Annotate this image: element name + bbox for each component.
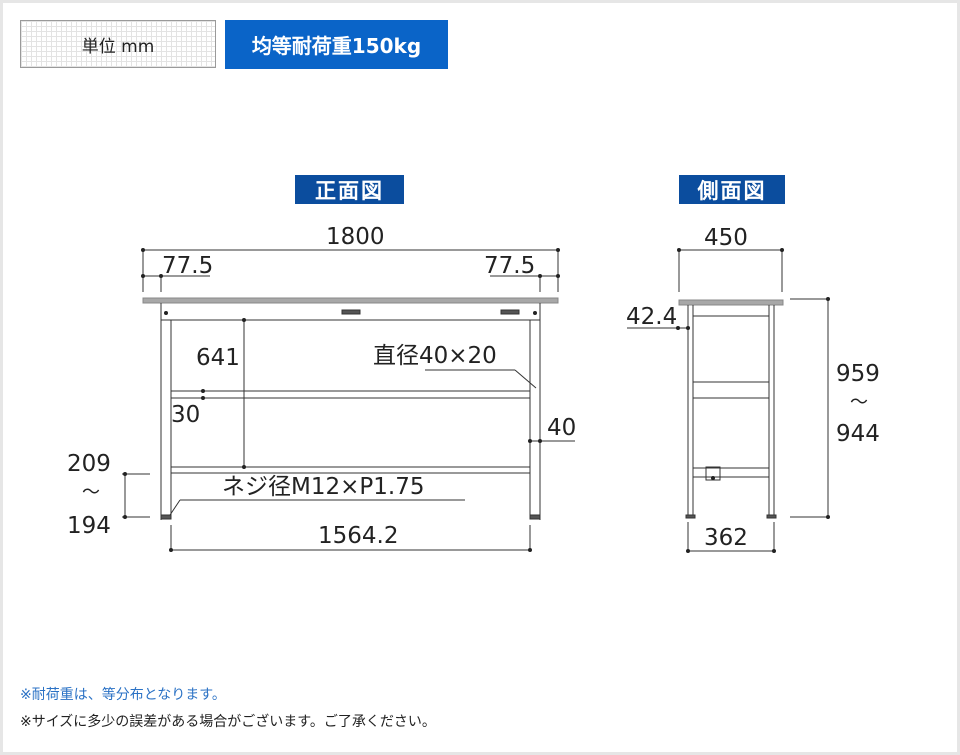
dim-leg-span: 362: [704, 525, 748, 551]
tolerance-note: ※サイズに多少の誤差がある場合がございます。ご了承ください。: [20, 714, 436, 730]
front-view-dots: [123, 248, 560, 552]
dim-overall-width: 1800: [326, 224, 385, 250]
unit-text: 単位 mm: [81, 36, 155, 57]
load-note: ※耐荷重は、等分布となります。: [20, 687, 226, 703]
unit-label: 単位 mm: [20, 20, 216, 68]
load-text: 均等耐荷重150kg: [251, 34, 422, 58]
front-view-title: 正面図: [295, 175, 404, 204]
dim-adjuster-min: 194: [67, 513, 111, 539]
dim-height-tilde: 〜: [850, 392, 868, 413]
dim-height-max: 959: [836, 361, 880, 387]
load-capacity-badge: 均等耐荷重150kg: [225, 20, 448, 69]
dim-top-thickness: 42.4: [626, 304, 678, 330]
dim-beam-offset: 30: [171, 402, 201, 428]
dim-height-min: 944: [836, 421, 880, 447]
dim-inner-width: 1564.2: [318, 523, 399, 549]
front-view-drawing: [122, 249, 575, 552]
spec-frame: [3, 3, 957, 752]
dim-frame-height: 641: [196, 345, 240, 371]
dim-adjuster-max: 209: [67, 451, 111, 477]
dim-adjuster-tilde: 〜: [82, 482, 100, 503]
dim-left-offset: 77.5: [162, 253, 214, 279]
dim-pipe-size: 直径40×20: [373, 343, 497, 369]
side-view-drawing: [627, 249, 829, 552]
dim-depth: 450: [704, 225, 748, 251]
dim-thread: ネジ径M12×P1.75: [222, 474, 425, 500]
dim-leg-width: 40: [547, 415, 577, 441]
dim-right-offset: 77.5: [484, 253, 536, 279]
side-view-title: 側面図: [679, 175, 785, 204]
side-view-dots: [676, 248, 830, 553]
